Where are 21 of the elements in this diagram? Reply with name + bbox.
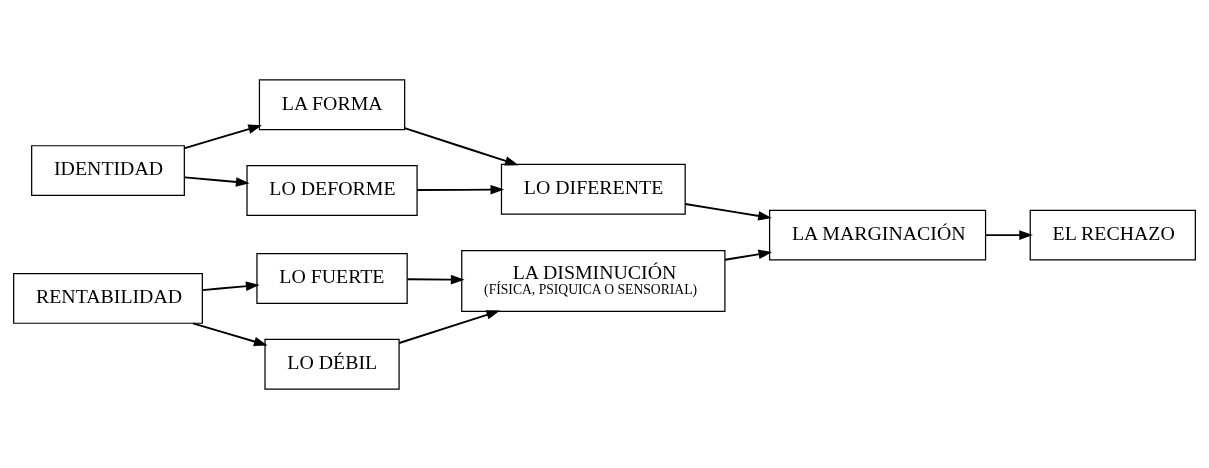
arrow: [684, 202, 772, 221]
node-box: EL RECHAZO: [1029, 209, 1196, 261]
node-box: LO DIFERENTE: [500, 163, 686, 215]
node-box: LO DÉBIL: [264, 338, 400, 390]
arrow: [183, 175, 250, 187]
arrow: [403, 126, 519, 166]
arrow: [984, 229, 1033, 240]
arrow: [183, 124, 262, 149]
arrow: [406, 274, 465, 284]
arrow: [416, 184, 505, 194]
node-box: LA MARGINACIÓN: [768, 209, 987, 261]
node-box: IDENTIDAD: [31, 144, 185, 196]
arrow: [398, 309, 501, 344]
node-box: RENTABILIDAD: [13, 272, 203, 324]
node-box: LA FORMA: [258, 78, 406, 130]
node-box: LO DEFORME: [246, 164, 418, 216]
node-box: LO FUERTE: [256, 252, 408, 304]
arrow: [724, 249, 773, 261]
arrow: [192, 321, 268, 346]
node-box: LA DISMINUCIÓN (FÍSICA, PSIQUICA O SENSORIAL): [461, 249, 726, 312]
arrow: [201, 280, 260, 291]
